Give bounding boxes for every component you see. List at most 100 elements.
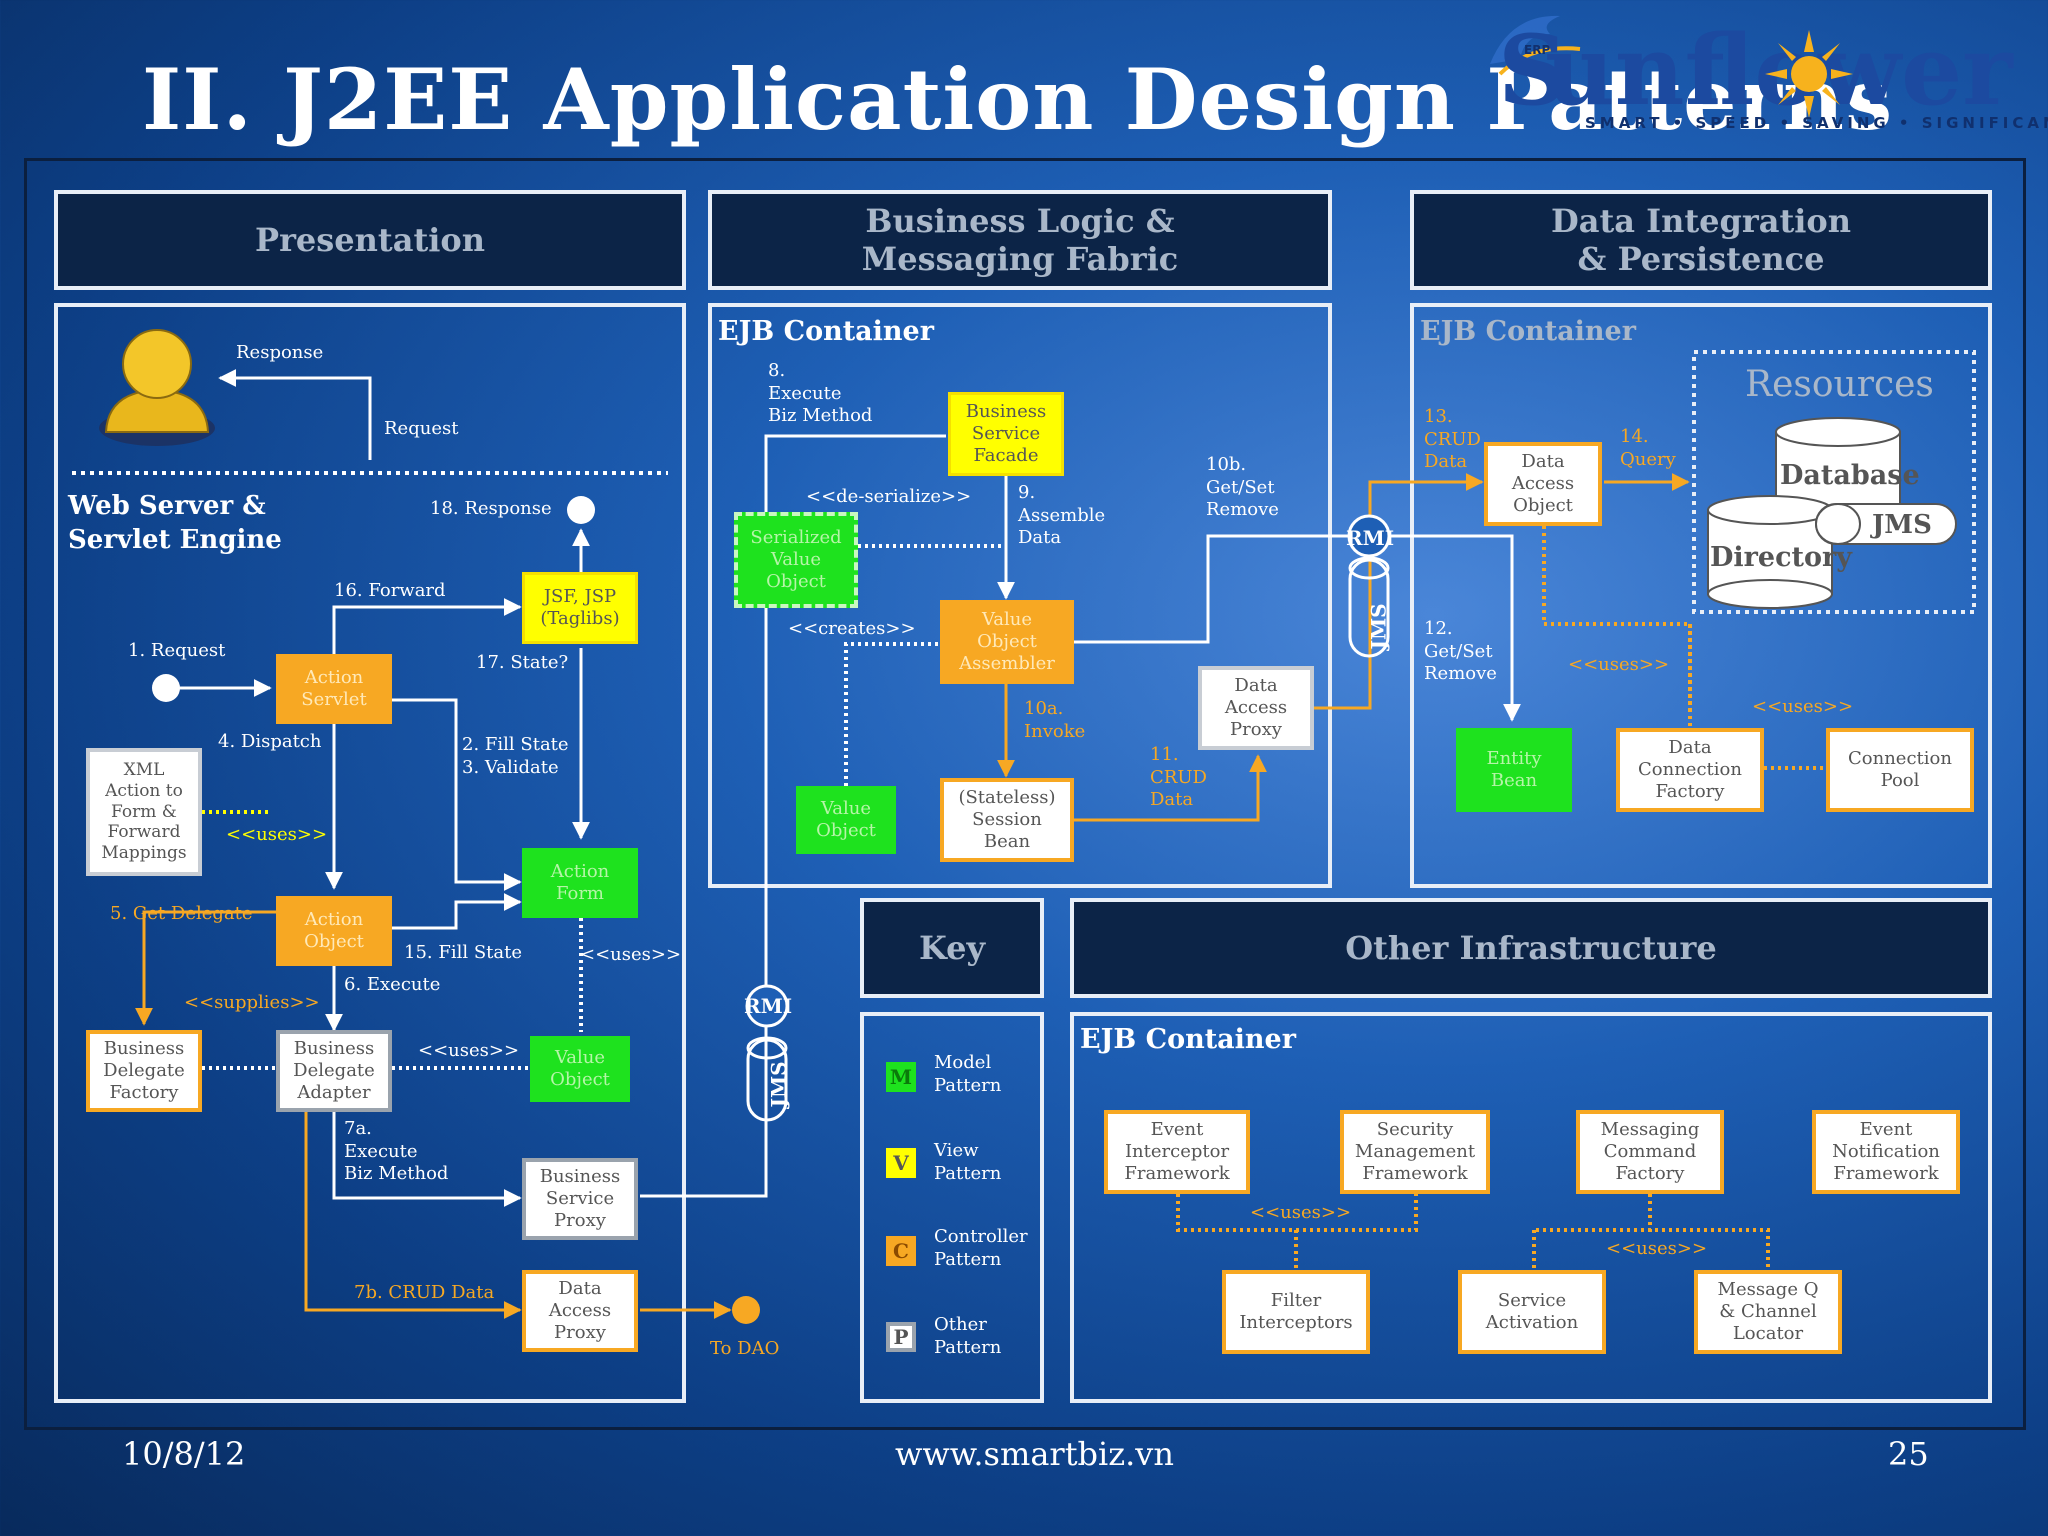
box-value-object-business[interactable]: Value Object xyxy=(796,786,896,854)
header-data-integration: Data Integration & Persistence xyxy=(1410,190,1992,290)
key-controller-label: Controller Pattern xyxy=(934,1226,1028,1270)
label-jms-data: JMS xyxy=(1366,603,1391,650)
label-deserialize: <<de-serialize>> xyxy=(806,486,972,507)
jms-resource-label: JMS xyxy=(1872,510,1932,540)
label-step-8: 8. Execute Biz Method xyxy=(768,360,873,426)
label-rmi-presentation: RMI xyxy=(744,994,793,1018)
box-value-object-assembler[interactable]: Value Object Assembler xyxy=(940,600,1074,684)
label-data-uses-1: <<uses>> xyxy=(1568,654,1670,675)
box-connection-pool[interactable]: Connection Pool xyxy=(1826,728,1974,812)
label-jms-presentation: JMS xyxy=(766,1061,791,1108)
other-panel xyxy=(1070,1012,1992,1403)
label-uses-2: <<uses>> xyxy=(580,944,682,965)
box-value-object-presentation[interactable]: Value Object xyxy=(530,1036,630,1102)
presentation-panel xyxy=(54,303,686,1403)
key-model-swatch: M xyxy=(886,1062,916,1092)
label-request-top: Request xyxy=(384,418,459,439)
label-uses-3: <<uses>> xyxy=(418,1040,520,1061)
sun-icon xyxy=(1765,30,1853,118)
logo-first-letter: S xyxy=(1498,14,1568,127)
label-step-13: 13. CRUD Data xyxy=(1424,406,1481,472)
database-label: Database xyxy=(1780,460,1920,491)
box-action-object[interactable]: Action Object xyxy=(276,896,392,966)
resources-title: Resources xyxy=(1745,364,1934,405)
box-jsf-jsp[interactable]: JSF, JSP (Taglibs) xyxy=(522,572,638,644)
key-other-label: Other Pattern xyxy=(934,1314,1002,1358)
header-business-logic: Business Logic & Messaging Fabric xyxy=(708,190,1332,290)
logo-word: unflower xyxy=(1545,14,2013,127)
data-panel xyxy=(1410,303,1992,888)
box-message-q-channel-locator[interactable]: Message Q & Channel Locator xyxy=(1694,1270,1842,1354)
label-step-14: 14. Query xyxy=(1620,426,1676,470)
label-other-uses-2: <<uses>> xyxy=(1606,1238,1708,1259)
business-panel xyxy=(708,303,1332,888)
user-icon xyxy=(99,329,215,446)
key-controller-swatch: C xyxy=(886,1236,916,1266)
box-data-access-object[interactable]: Data Access Object xyxy=(1484,442,1602,526)
box-service-activation[interactable]: Service Activation xyxy=(1458,1270,1606,1354)
header-other-infrastructure: Other Infrastructure xyxy=(1070,898,1992,998)
label-step-18: 18. Response xyxy=(430,498,552,519)
label-step-15: 15. Fill State xyxy=(404,942,523,963)
logo-dragon-icon: ERP xyxy=(1490,15,1581,76)
header-presentation: Presentation xyxy=(54,190,686,290)
key-model-label: Model Pattern xyxy=(934,1052,1002,1096)
box-serialized-value-object[interactable]: Serialized Value Object xyxy=(734,512,858,608)
box-business-service-facade[interactable]: Business Service Facade xyxy=(948,392,1064,476)
label-step-9: 9. Assemble Data xyxy=(1018,482,1106,548)
label-step-5: 5. Get Delegate xyxy=(110,903,253,924)
business-container-title: EJB Container xyxy=(718,316,934,347)
label-step-2-3: 2. Fill State 3. Validate xyxy=(462,734,569,778)
label-step-7b: 7b. CRUD Data xyxy=(354,1282,495,1303)
box-event-notification-framework[interactable]: Event Notification Framework xyxy=(1812,1110,1960,1194)
box-security-management-framework[interactable]: Security Management Framework xyxy=(1340,1110,1490,1194)
header-key: Key xyxy=(860,898,1044,998)
label-step-11: 11. CRUD Data xyxy=(1150,744,1207,810)
box-messaging-command-factory[interactable]: Messaging Command Factory xyxy=(1576,1110,1724,1194)
directory-label: Directory xyxy=(1710,542,1852,573)
key-other-swatch: P xyxy=(886,1322,916,1352)
web-server-title: Web Server & Servlet Engine xyxy=(68,491,282,555)
box-action-form[interactable]: Action Form xyxy=(522,848,638,918)
footer-website: www.smartbiz.vn xyxy=(895,1435,1174,1473)
label-step-10a: 10a. Invoke xyxy=(1024,698,1086,742)
label-response-top: Response xyxy=(236,342,324,363)
label-uses-1: <<uses>> xyxy=(226,824,328,845)
box-data-access-proxy-presentation[interactable]: Data Access Proxy xyxy=(522,1270,638,1352)
box-event-interceptor-framework[interactable]: Event Interceptor Framework xyxy=(1104,1110,1250,1194)
box-filter-interceptors[interactable]: Filter Interceptors xyxy=(1222,1270,1370,1354)
box-business-service-proxy[interactable]: Business Service Proxy xyxy=(522,1158,638,1240)
key-view-label: View Pattern xyxy=(934,1140,1002,1184)
label-step-1: 1. Request xyxy=(128,640,226,661)
label-step-10b: 10b. Get/Set Remove xyxy=(1206,454,1279,520)
logo-mark-text: ERP xyxy=(1524,43,1550,57)
label-to-dao: To DAO xyxy=(710,1338,780,1359)
label-step-17: 17. State? xyxy=(476,652,569,673)
label-creates: <<creates>> xyxy=(788,618,916,639)
box-action-servlet[interactable]: Action Servlet xyxy=(276,654,392,724)
label-data-uses-2: <<uses>> xyxy=(1752,696,1854,717)
box-business-delegate-factory[interactable]: Business Delegate Factory xyxy=(86,1030,202,1112)
box-business-delegate-adapter[interactable]: Business Delegate Adapter xyxy=(276,1030,392,1112)
footer-page-number: 25 xyxy=(1888,1435,1929,1473)
label-step-7a: 7a. Execute Biz Method xyxy=(344,1118,449,1184)
logo-tagline: SMART • SPEED • SAVING • SIGNIFICANT xyxy=(1585,114,2048,132)
other-container-title: EJB Container xyxy=(1080,1024,1296,1055)
box-data-access-proxy-business[interactable]: Data Access Proxy xyxy=(1198,666,1314,750)
label-rmi-data: RMI xyxy=(1346,526,1395,550)
box-entity-bean[interactable]: Entity Bean xyxy=(1456,728,1572,812)
slide-title: II. J2EE Application Design Patterns xyxy=(142,50,1894,149)
key-view-swatch: V xyxy=(886,1148,916,1178)
key-panel xyxy=(860,1012,1044,1403)
label-step-6: 6. Execute xyxy=(344,974,441,995)
box-data-connection-factory[interactable]: Data Connection Factory xyxy=(1616,728,1764,812)
label-step-16: 16. Forward xyxy=(334,580,446,601)
label-supplies: <<supplies>> xyxy=(184,992,320,1013)
box-xml-mappings[interactable]: XML Action to Form & Forward Mappings xyxy=(86,748,202,876)
diagram-frame xyxy=(24,158,2026,1430)
label-other-uses-1: <<uses>> xyxy=(1250,1202,1352,1223)
data-container-title: EJB Container xyxy=(1420,316,1636,347)
label-step-12: 12. Get/Set Remove xyxy=(1424,618,1497,684)
box-stateless-session-bean[interactable]: (Stateless) Session Bean xyxy=(940,778,1074,862)
